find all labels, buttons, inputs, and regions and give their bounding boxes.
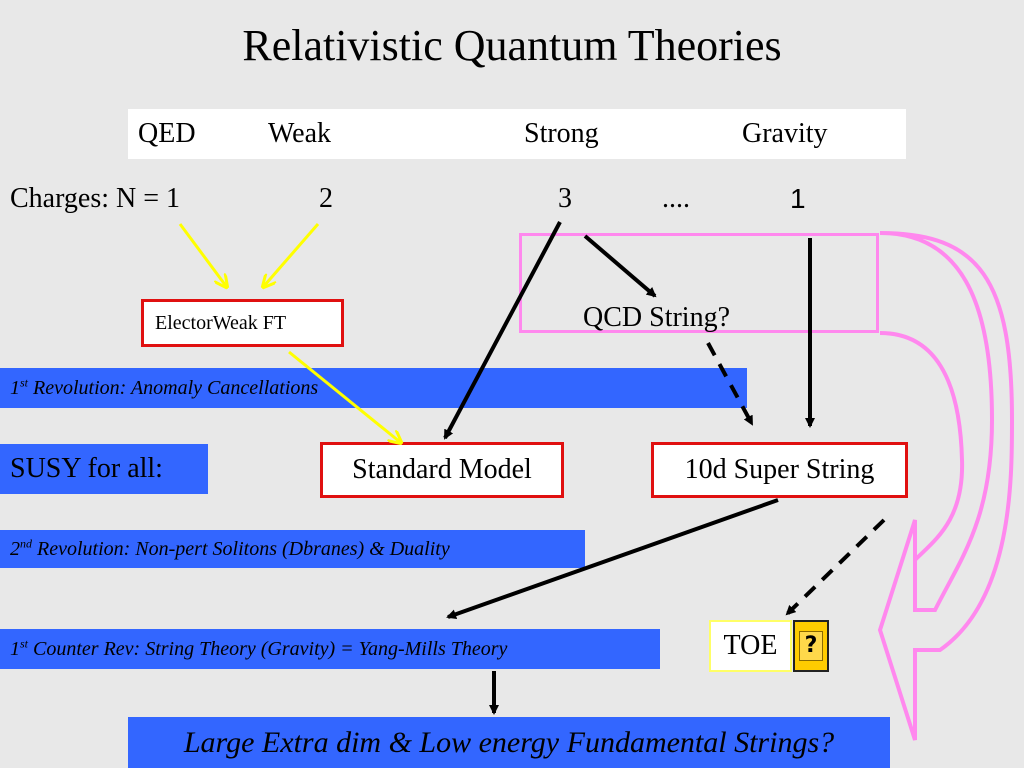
super-string-box: 10d Super String (651, 442, 908, 498)
rev1-ordinal: 1 (10, 377, 20, 399)
counter-text: Counter Rev: String Theory (Gravity) = Y… (28, 638, 508, 660)
bottom-text: Large Extra dim & Low energy Fundamental… (183, 726, 835, 759)
toe-box: TOE (709, 620, 792, 672)
toe-label: TOE (723, 630, 778, 661)
pink-curved-arrow (877, 231, 1015, 741)
arrow-super-string-toe (785, 518, 886, 616)
arrow-weak-electroweak (264, 223, 320, 286)
standard-model-box: Standard Model (320, 442, 564, 498)
unification-region (519, 233, 879, 333)
charges-label: Charges: N = 1 (10, 183, 181, 214)
counter-ordinal: 1 (10, 638, 20, 660)
qcd-string-label: QCD String? (583, 302, 730, 333)
charge-gravity: 1 (790, 183, 806, 214)
question-mark: ? (799, 631, 823, 661)
rev1-ordinal-suffix: st (20, 375, 29, 390)
rev2-ordinal: 2 (10, 538, 20, 560)
band-bottom: Large Extra dim & Low energy Fundamental… (128, 717, 890, 768)
pink-curved-arrow-inner (879, 331, 965, 562)
charge-dots: .... (662, 183, 690, 214)
susy-band: SUSY for all: (0, 444, 208, 494)
forces-bar: QED Weak Strong Gravity (128, 109, 906, 159)
rev2-ordinal-suffix: nd (20, 536, 32, 551)
question-icon: ? (793, 620, 829, 672)
electroweak-label: ElectorWeak FT (155, 312, 287, 334)
standard-model-label: Standard Model (352, 454, 532, 485)
arrow-qcd-super-string (706, 342, 754, 426)
arrow-qed-electroweak (178, 223, 226, 286)
arrow-electroweak-standard-model (288, 350, 400, 442)
arrow-strong-qcd-string (583, 234, 657, 298)
counter-ordinal-suffix: st (20, 636, 29, 651)
band-first-revolution: 1st Revolution: Anomaly Cancellations (0, 368, 747, 408)
force-gravity: Gravity (742, 118, 828, 149)
charge-weak: 2 (319, 183, 333, 214)
arrow-super-string-counter (446, 498, 779, 620)
electroweak-box: ElectorWeak FT (141, 299, 344, 347)
force-weak: Weak (268, 118, 332, 149)
super-string-label: 10d Super String (684, 454, 875, 485)
rev1-text: Revolution: Anomaly Cancellations (28, 377, 319, 399)
susy-label: SUSY for all: (10, 453, 163, 484)
arrow-strong-standard-model (443, 221, 562, 440)
force-qed: QED (138, 118, 196, 149)
force-strong: Strong (524, 118, 599, 149)
band-second-revolution: 2nd Revolution: Non-pert Solitons (Dbran… (0, 530, 585, 568)
band-counter-revolution: 1st Counter Rev: String Theory (Gravity)… (0, 629, 660, 669)
charge-strong: 3 (558, 183, 572, 214)
page-title: Relativistic Quantum Theories (242, 21, 782, 70)
rev2-text: Revolution: Non-pert Solitons (Dbranes) … (32, 538, 450, 560)
